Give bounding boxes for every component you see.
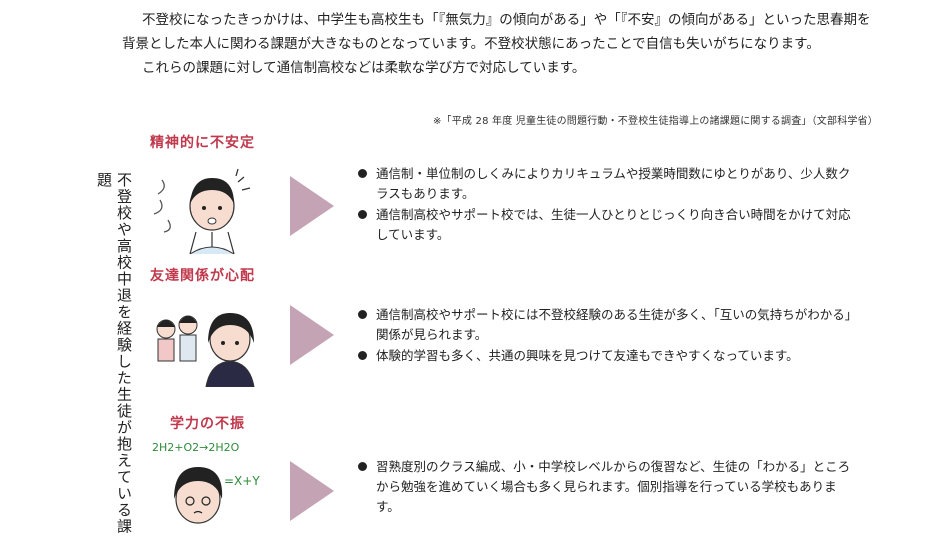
bullet-list: 習熟度別のクラス編成、小・中学校レベルからの復習など、生徒の「わかる」ところから…	[358, 457, 858, 518]
vertical-title: 不登校や高校中退を経験した生徒が抱えている課題	[95, 172, 133, 535]
bullet-icon	[358, 169, 367, 178]
list-item: 通信制・単位制のしくみによりカリキュラムや授業時間数にゆとりがあり、少人数クラス…	[358, 164, 858, 204]
equation-right: =X+Y	[224, 474, 260, 488]
list-item: 習熟度別のクラス編成、小・中学校レベルからの復習など、生徒の「わかる」ところから…	[358, 457, 858, 517]
bullet-list: 通信制高校やサポート校には不登校経験のある生徒が多く、「互いの気持ちがわかる」関…	[358, 305, 858, 367]
intro-text: 不登校になったきっかけは、中学生も高校生も「『無気力』の傾向がある」や「『不安』…	[122, 8, 882, 80]
section-friends: 友達関係が心配 通信制高校やサポート校には不登校経験のある生徒が多く、「互いの気…	[140, 265, 900, 395]
bullet-icon	[358, 462, 367, 471]
confused-student-illustration: 2H2+O2→2H2O =X+Y	[152, 441, 260, 524]
anxious-student-illustration	[153, 168, 251, 254]
section-title: 精神的に不安定	[150, 135, 255, 151]
bullet-list: 通信制・単位制のしくみによりカリキュラムや授業時間数にゆとりがあり、少人数クラス…	[358, 164, 858, 246]
bullet-icon	[358, 351, 367, 360]
section-academic: 学力の不振 2H2+O2→2H2O =X+Y 習熟度別のクラス編成、小・中学校レ…	[140, 413, 900, 543]
section-title: 友達関係が心配	[150, 268, 255, 284]
list-item: 通信制高校やサポート校には不登校経験のある生徒が多く、「互いの気持ちがわかる」関…	[358, 305, 858, 345]
section-mental: 精神的に不安定 通信制・単位制のしくみによりカリキュラムや授業時間数にゆとりがあ…	[140, 132, 900, 262]
equation-left: 2H2+O2→2H2O	[152, 441, 240, 454]
bullet-icon	[358, 210, 367, 219]
list-item: 通信制高校やサポート校では、生徒一人ひとりとじっくり向き合い時間をかけて対応して…	[358, 205, 858, 245]
list-item: 体験的学習も多く、共通の興味を見つけて友達もできやすくなっています。	[358, 346, 858, 366]
arrow-right-icon	[290, 461, 334, 521]
source-footnote: ※「平成 28 年度 児童生徒の問題行動・不登校生徒指導上の諸課題に関する調査」…	[432, 116, 878, 127]
arrow-right-icon	[290, 176, 334, 236]
section-title: 学力の不振	[170, 416, 245, 432]
bullet-icon	[358, 310, 367, 319]
arrow-right-icon	[290, 305, 334, 365]
friends-worry-illustration	[156, 313, 255, 387]
intro-paragraph-2: これらの課題に対して通信制高校などは柔軟な学び方で対応しています。	[142, 60, 586, 76]
intro-paragraph-1: 不登校になったきっかけは、中学生も高校生も「『無気力』の傾向がある」や「『不安』…	[122, 12, 871, 52]
